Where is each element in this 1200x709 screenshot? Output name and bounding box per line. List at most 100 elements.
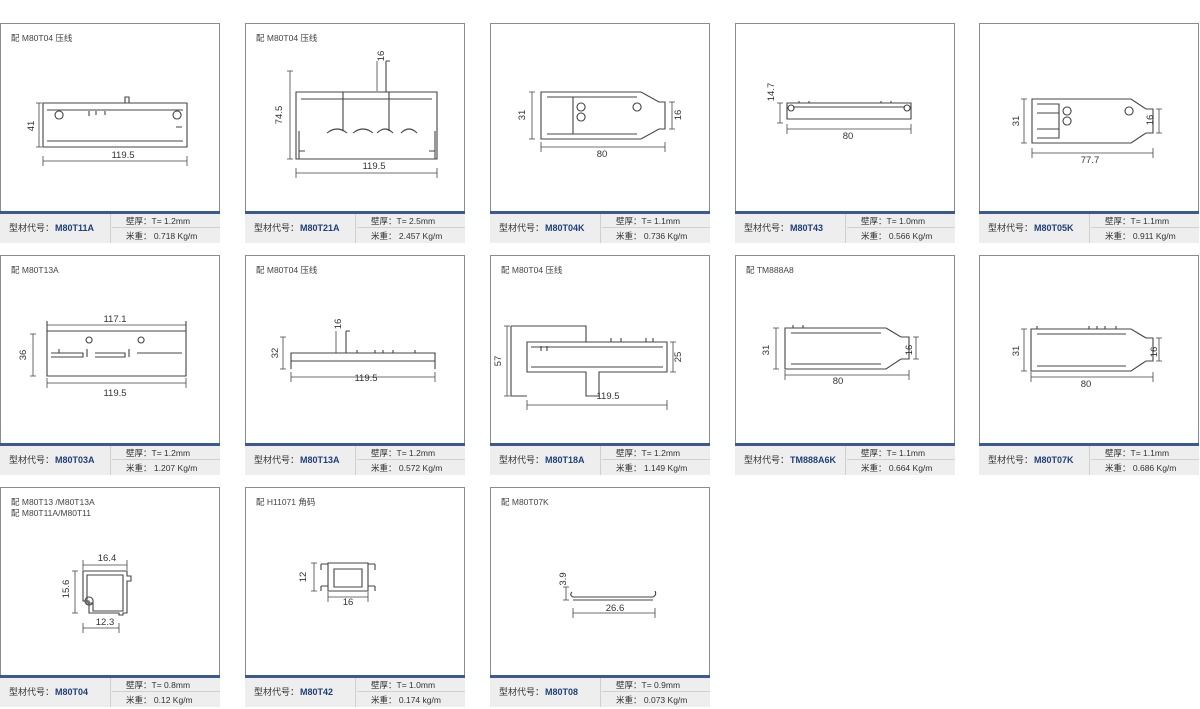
thickness-prefix: 壁厚：T=: [616, 448, 652, 458]
profile-card: 配 M80T04 压线 16 74.5 119.5 型材代号：M80T21A 壁…: [245, 23, 465, 243]
thickness-cell: 壁厚：T= 1.1mm: [1091, 214, 1199, 228]
spec-footer: 型材代号：M80T42 壁厚：T= 1.0mm 米重： 0.174 kg/m: [245, 675, 465, 707]
pairing-note: 配 M80T13A: [11, 265, 59, 275]
profile-drawing: 31 16 80: [980, 256, 1200, 442]
dimension-label: 119.5: [111, 150, 134, 161]
profile-section-svg: 16 74.5 119.5: [274, 51, 438, 178]
code-cell: 型材代号：M80T05K: [979, 214, 1090, 243]
thickness-value: 1.2mm: [409, 448, 436, 458]
thickness-value: 2.5mm: [409, 216, 436, 226]
weight-prefix: 米重：: [371, 695, 397, 705]
weight-cell: 米重： 0.572 Kg/m: [357, 461, 465, 475]
thickness-value: 1.2mm: [164, 448, 191, 458]
weight-value: 0.073 Kg/m: [643, 695, 688, 705]
pairing-note: 配 M80T13 /M80T13A 配 M80T11A/M80T11: [11, 497, 95, 518]
spec-footer: 型材代号：M80T03A 壁厚：T= 1.2mm 米重： 1.207 Kg/m: [0, 443, 220, 475]
spec-footer: 型材代号：TM888A6K 壁厚：T= 1.1mm 米重： 0.664 Kg/m: [735, 443, 955, 475]
thickness-prefix: 壁厚：T=: [861, 216, 897, 226]
profile-card: 配 M80T04 压线 57 25 119.5 型材代号：M80T18A 壁厚：…: [490, 255, 710, 475]
thickness-cell: 壁厚：T= 1.1mm: [1091, 446, 1199, 460]
profile-code: M80T07K: [1034, 455, 1074, 465]
profile-card: 配 M80T07K 3.9 26.6 型材代号：M80T08 壁厚：T= 0.9…: [490, 487, 710, 707]
profile-section-svg: 41 119.5: [26, 96, 188, 166]
dimension-label: 26.6: [606, 603, 625, 614]
profile-code: M80T08: [545, 687, 579, 697]
weight-cell: 米重： 1.207 Kg/m: [112, 461, 220, 475]
pairing-note: 配 H11071 角码: [256, 497, 316, 507]
profile-drawing: 3.9 26.6: [491, 488, 711, 674]
profile-code: M80T05K: [1034, 223, 1074, 233]
profile-card: 31 16 80 型材代号：M80T04K 壁厚：T= 1.1mm 米重： 0.…: [490, 23, 710, 243]
spec-footer: 型材代号：M80T05K 壁厚：T= 1.1mm 米重： 0.911 Kg/m: [979, 211, 1199, 243]
thickness-value: 1.2mm: [164, 216, 191, 226]
weight-cell: 米重： 0.12 Kg/m: [112, 693, 220, 707]
profile-section-svg: 14.7 80: [766, 83, 912, 142]
pairing-note: 配 M80T04 压线: [256, 33, 318, 43]
code-prefix: 型材代号：: [9, 687, 55, 697]
thickness-cell: 壁厚：T= 1.2mm: [357, 446, 465, 460]
thickness-value: 1.1mm: [1143, 448, 1170, 458]
thickness-prefix: 壁厚：T=: [861, 448, 897, 458]
profile-drawing: 12 16: [246, 488, 466, 674]
profile-section-svg: 31 16 80: [761, 325, 919, 387]
thickness-cell: 壁厚：T= 1.2mm: [602, 446, 710, 460]
thickness-prefix: 壁厚：T=: [1105, 216, 1141, 226]
dimension-label: 77.7: [1081, 155, 1100, 166]
weight-value: 0.686 Kg/m: [1132, 463, 1177, 473]
pairing-note: 配 TM888A8: [746, 265, 794, 275]
dimension-label: 117.1: [103, 314, 126, 325]
thickness-prefix: 壁厚：T=: [126, 680, 162, 690]
dimension-label: 57: [493, 356, 504, 367]
dimension-label: 16: [343, 597, 354, 608]
spec-footer: 型材代号：M80T43 壁厚：T= 1.0mm 米重： 0.566 Kg/m: [735, 211, 955, 243]
profile-code: M80T03A: [55, 455, 95, 465]
thickness-prefix: 壁厚：T=: [616, 216, 652, 226]
profile-code: M80T04K: [545, 223, 585, 233]
profile-code: M80T43: [790, 223, 824, 233]
dimension-label: 31: [517, 110, 528, 121]
weight-prefix: 米重：: [126, 695, 152, 705]
dimension-label: 15.6: [61, 580, 72, 599]
weight-cell: 米重： 1.149 Kg/m: [602, 461, 710, 475]
profile-card: 配 M80T04 压线 41 119.5 型材代号：M80T11A 壁厚：T= …: [0, 23, 220, 243]
code-prefix: 型材代号：: [9, 455, 55, 465]
thickness-value: 1.1mm: [899, 448, 926, 458]
weight-value: 0.566 Kg/m: [888, 231, 933, 241]
weight-prefix: 米重：: [861, 231, 887, 241]
dimension-label: 36: [18, 350, 29, 361]
weight-value: 1.149 Kg/m: [643, 463, 688, 473]
weight-value: 0.911 Kg/m: [1132, 231, 1176, 241]
thickness-value: 1.1mm: [1143, 216, 1170, 226]
thickness-cell: 壁厚：T= 0.8mm: [112, 678, 220, 692]
profile-code: TM888A6K: [790, 455, 837, 465]
dimension-label: 25: [673, 352, 684, 363]
profile-drawing: 14.7 80: [736, 24, 956, 210]
weight-cell: 米重： 0.174 kg/m: [357, 693, 465, 707]
dimension-label: 119.5: [596, 391, 619, 402]
dimension-label: 119.5: [103, 388, 126, 399]
dimension-label: 31: [1011, 346, 1022, 357]
code-prefix: 型材代号：: [499, 223, 545, 233]
dimension-label: 80: [597, 149, 608, 160]
weight-cell: 米重： 0.911 Kg/m: [1091, 229, 1199, 243]
pairing-note: 配 M80T04 压线: [256, 265, 318, 275]
spec-footer: 型材代号：M80T08 壁厚：T= 0.9mm 米重： 0.073 Kg/m: [490, 675, 710, 707]
dimension-label: 119.5: [362, 161, 385, 172]
dimension-label: 12: [298, 572, 309, 583]
spec-footer: 型材代号：M80T13A 壁厚：T= 1.2mm 米重： 0.572 Kg/m: [245, 443, 465, 475]
profile-section-svg: 3.9 26.6: [558, 572, 657, 618]
dimension-label: 16.4: [98, 553, 117, 564]
code-cell: 型材代号：TM888A6K: [735, 446, 846, 475]
thickness-cell: 壁厚：T= 1.1mm: [602, 214, 710, 228]
spec-footer: 型材代号：M80T04K 壁厚：T= 1.1mm 米重： 0.736 Kg/m: [490, 211, 710, 243]
thickness-value: 1.1mm: [654, 216, 681, 226]
dimension-label: 31: [1011, 116, 1022, 127]
thickness-prefix: 壁厚：T=: [371, 216, 407, 226]
profile-card: 31 16 77.7 型材代号：M80T05K 壁厚：T= 1.1mm 米重： …: [979, 23, 1199, 243]
profile-card: 31 16 80 型材代号：M80T07K 壁厚：T= 1.1mm 米重： 0.…: [979, 255, 1199, 475]
code-prefix: 型材代号：: [254, 223, 300, 233]
dimension-label: 12.3: [96, 617, 115, 628]
code-cell: 型材代号：M80T43: [735, 214, 846, 243]
weight-value: 0.12 Kg/m: [153, 695, 193, 705]
spec-footer: 型材代号：M80T18A 壁厚：T= 1.2mm 米重： 1.149 Kg/m: [490, 443, 710, 475]
